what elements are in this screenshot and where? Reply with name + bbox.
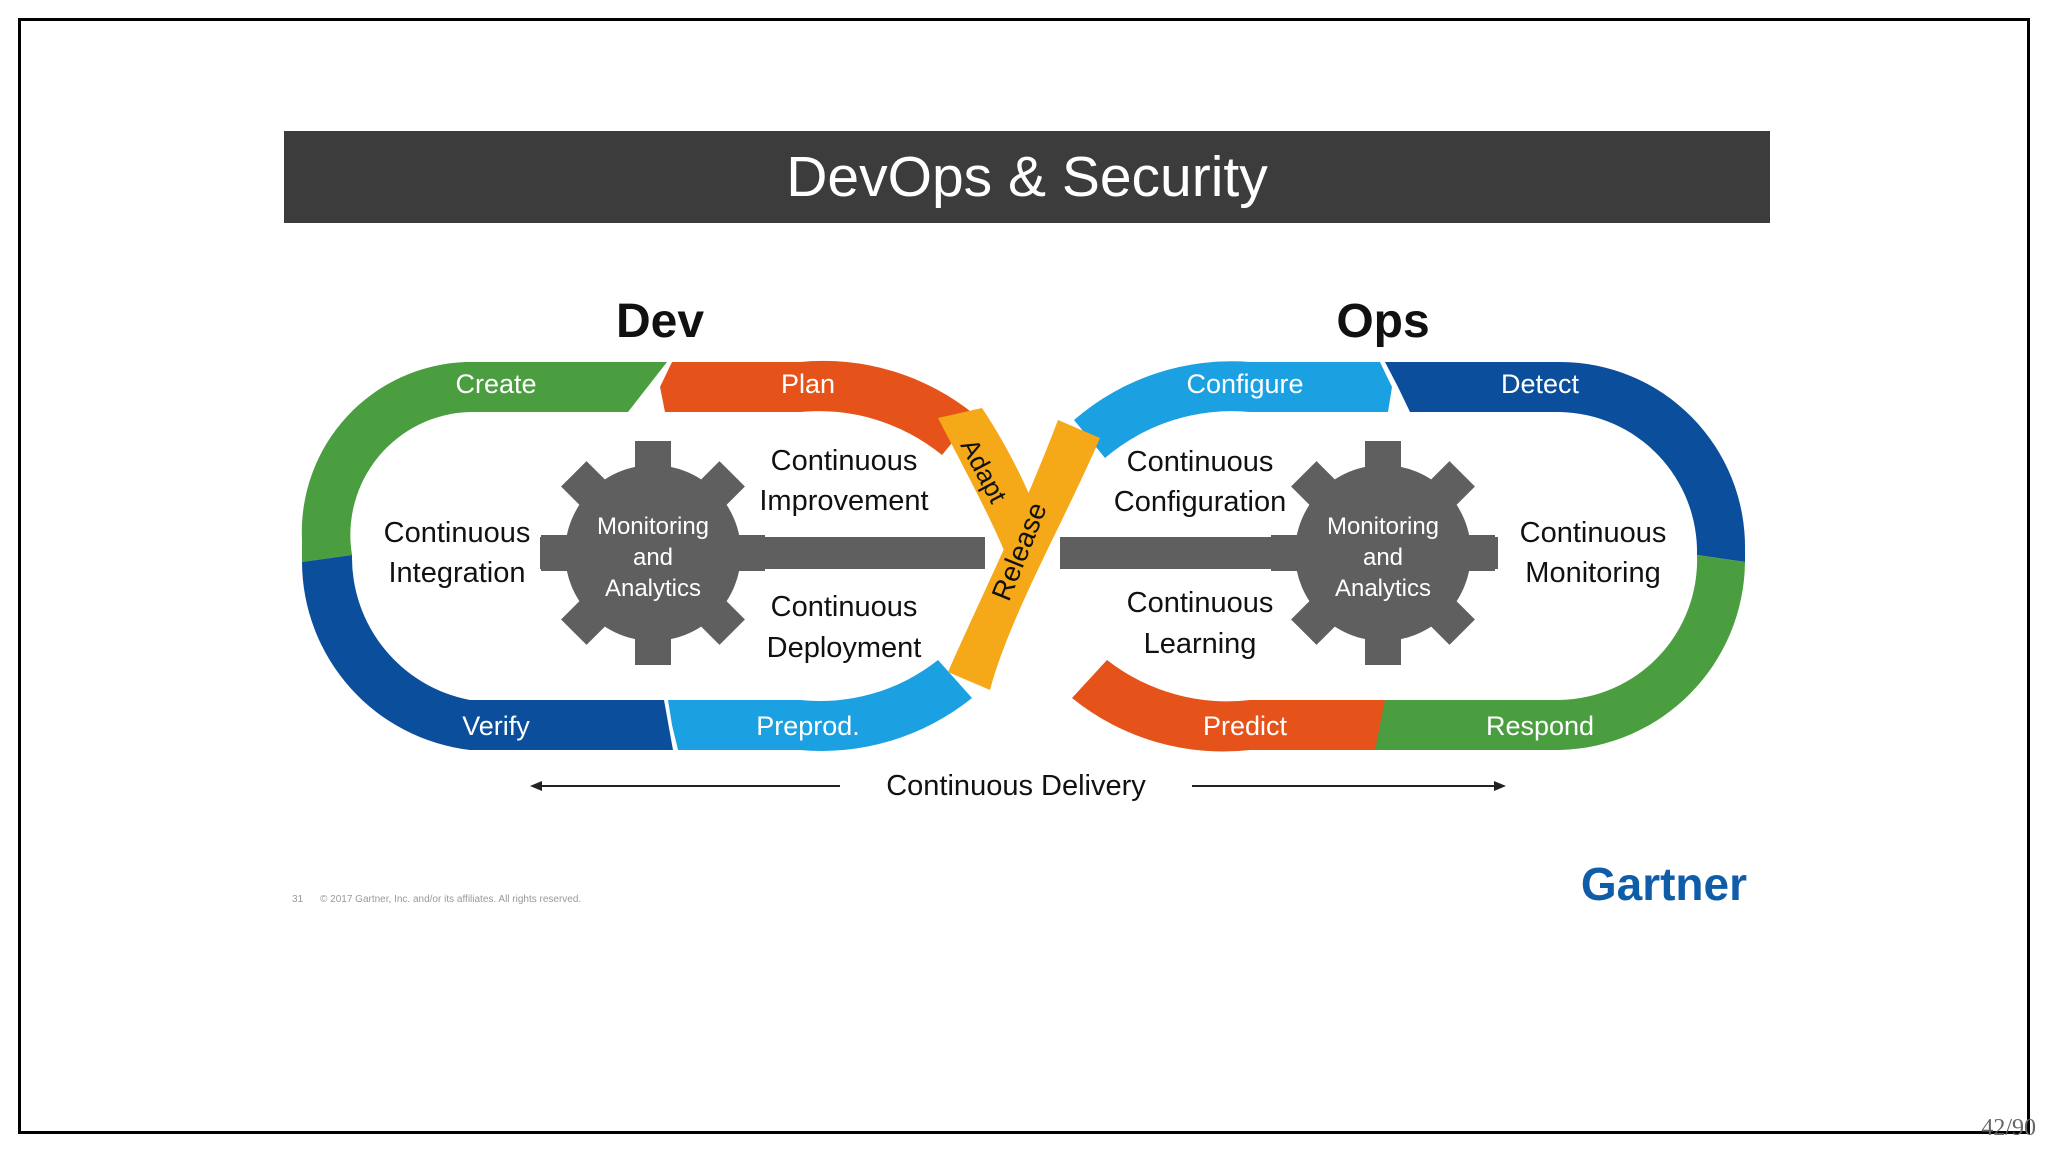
- dev-gear-line1: Monitoring: [597, 513, 709, 540]
- segment-plan: [660, 360, 975, 455]
- dev-ci-line1: Continuous: [384, 517, 531, 549]
- ops-monitoring-line2: Monitoring: [1525, 557, 1660, 589]
- copyright-text: © 2017 Gartner, Inc. and/or its affiliat…: [320, 894, 581, 905]
- ops-monitoring-line1: Continuous: [1520, 517, 1667, 549]
- ops-learning-line2: Learning: [1144, 628, 1257, 660]
- label-verify: Verify: [462, 711, 530, 741]
- label-predict: Predict: [1203, 711, 1288, 741]
- segment-configure: [1074, 361, 1392, 458]
- segment-release: [948, 420, 1100, 690]
- label-plan: Plan: [781, 369, 835, 399]
- dev-deployment-line2: Deployment: [767, 632, 922, 664]
- dev-gear-line3: Analytics: [605, 575, 701, 602]
- ops-gear-line2: and: [1363, 544, 1403, 571]
- delivery-arrow: [530, 781, 1506, 791]
- ops-configuration-line2: Configuration: [1114, 486, 1287, 518]
- dev-heading: Dev: [616, 295, 704, 348]
- release-crossing: [938, 408, 1100, 690]
- label-create: Create: [455, 369, 536, 399]
- delivery-label: Continuous Delivery: [886, 770, 1146, 802]
- dev-improvement-line2: Improvement: [759, 485, 928, 517]
- segment-adapt: [938, 408, 1040, 560]
- gartner-logo: Gartner: [1581, 858, 1747, 910]
- dev-gear-line2: and: [633, 544, 673, 571]
- label-configure: Configure: [1186, 369, 1303, 399]
- ops-gear-line3: Analytics: [1335, 575, 1431, 602]
- label-preprod: Preprod.: [756, 711, 860, 741]
- ops-learning-line1: Continuous: [1127, 587, 1274, 619]
- segment-detect: [1385, 362, 1746, 562]
- slide-frame: [18, 18, 2030, 1134]
- ops-heading: Ops: [1336, 295, 1429, 348]
- ops-gear-icon: [1271, 441, 1495, 665]
- segment-respond: [1370, 555, 1745, 750]
- ops-configuration-line1: Continuous: [1127, 446, 1274, 478]
- footer-page: 31: [292, 894, 304, 905]
- label-detect: Detect: [1501, 369, 1580, 399]
- segment-predict: [1072, 660, 1385, 752]
- segment-preprod: [668, 660, 972, 751]
- segment-verify: [302, 555, 673, 750]
- segment-create: [301, 362, 667, 562]
- label-respond: Respond: [1486, 711, 1594, 741]
- dev-loop: [301, 360, 975, 751]
- dev-gear-icon: [541, 441, 765, 665]
- ops-gear-line1: Monitoring: [1327, 513, 1439, 540]
- dev-deployment-line1: Continuous: [771, 591, 918, 623]
- dev-improvement-line1: Continuous: [771, 445, 918, 477]
- slide-title: DevOps & Security: [786, 145, 1268, 209]
- title-bar: DevOps & Security: [284, 131, 1770, 223]
- dev-ci-line2: Integration: [388, 557, 525, 589]
- ops-loop: [1072, 361, 1746, 752]
- page-number: 42/90: [1981, 1115, 2036, 1141]
